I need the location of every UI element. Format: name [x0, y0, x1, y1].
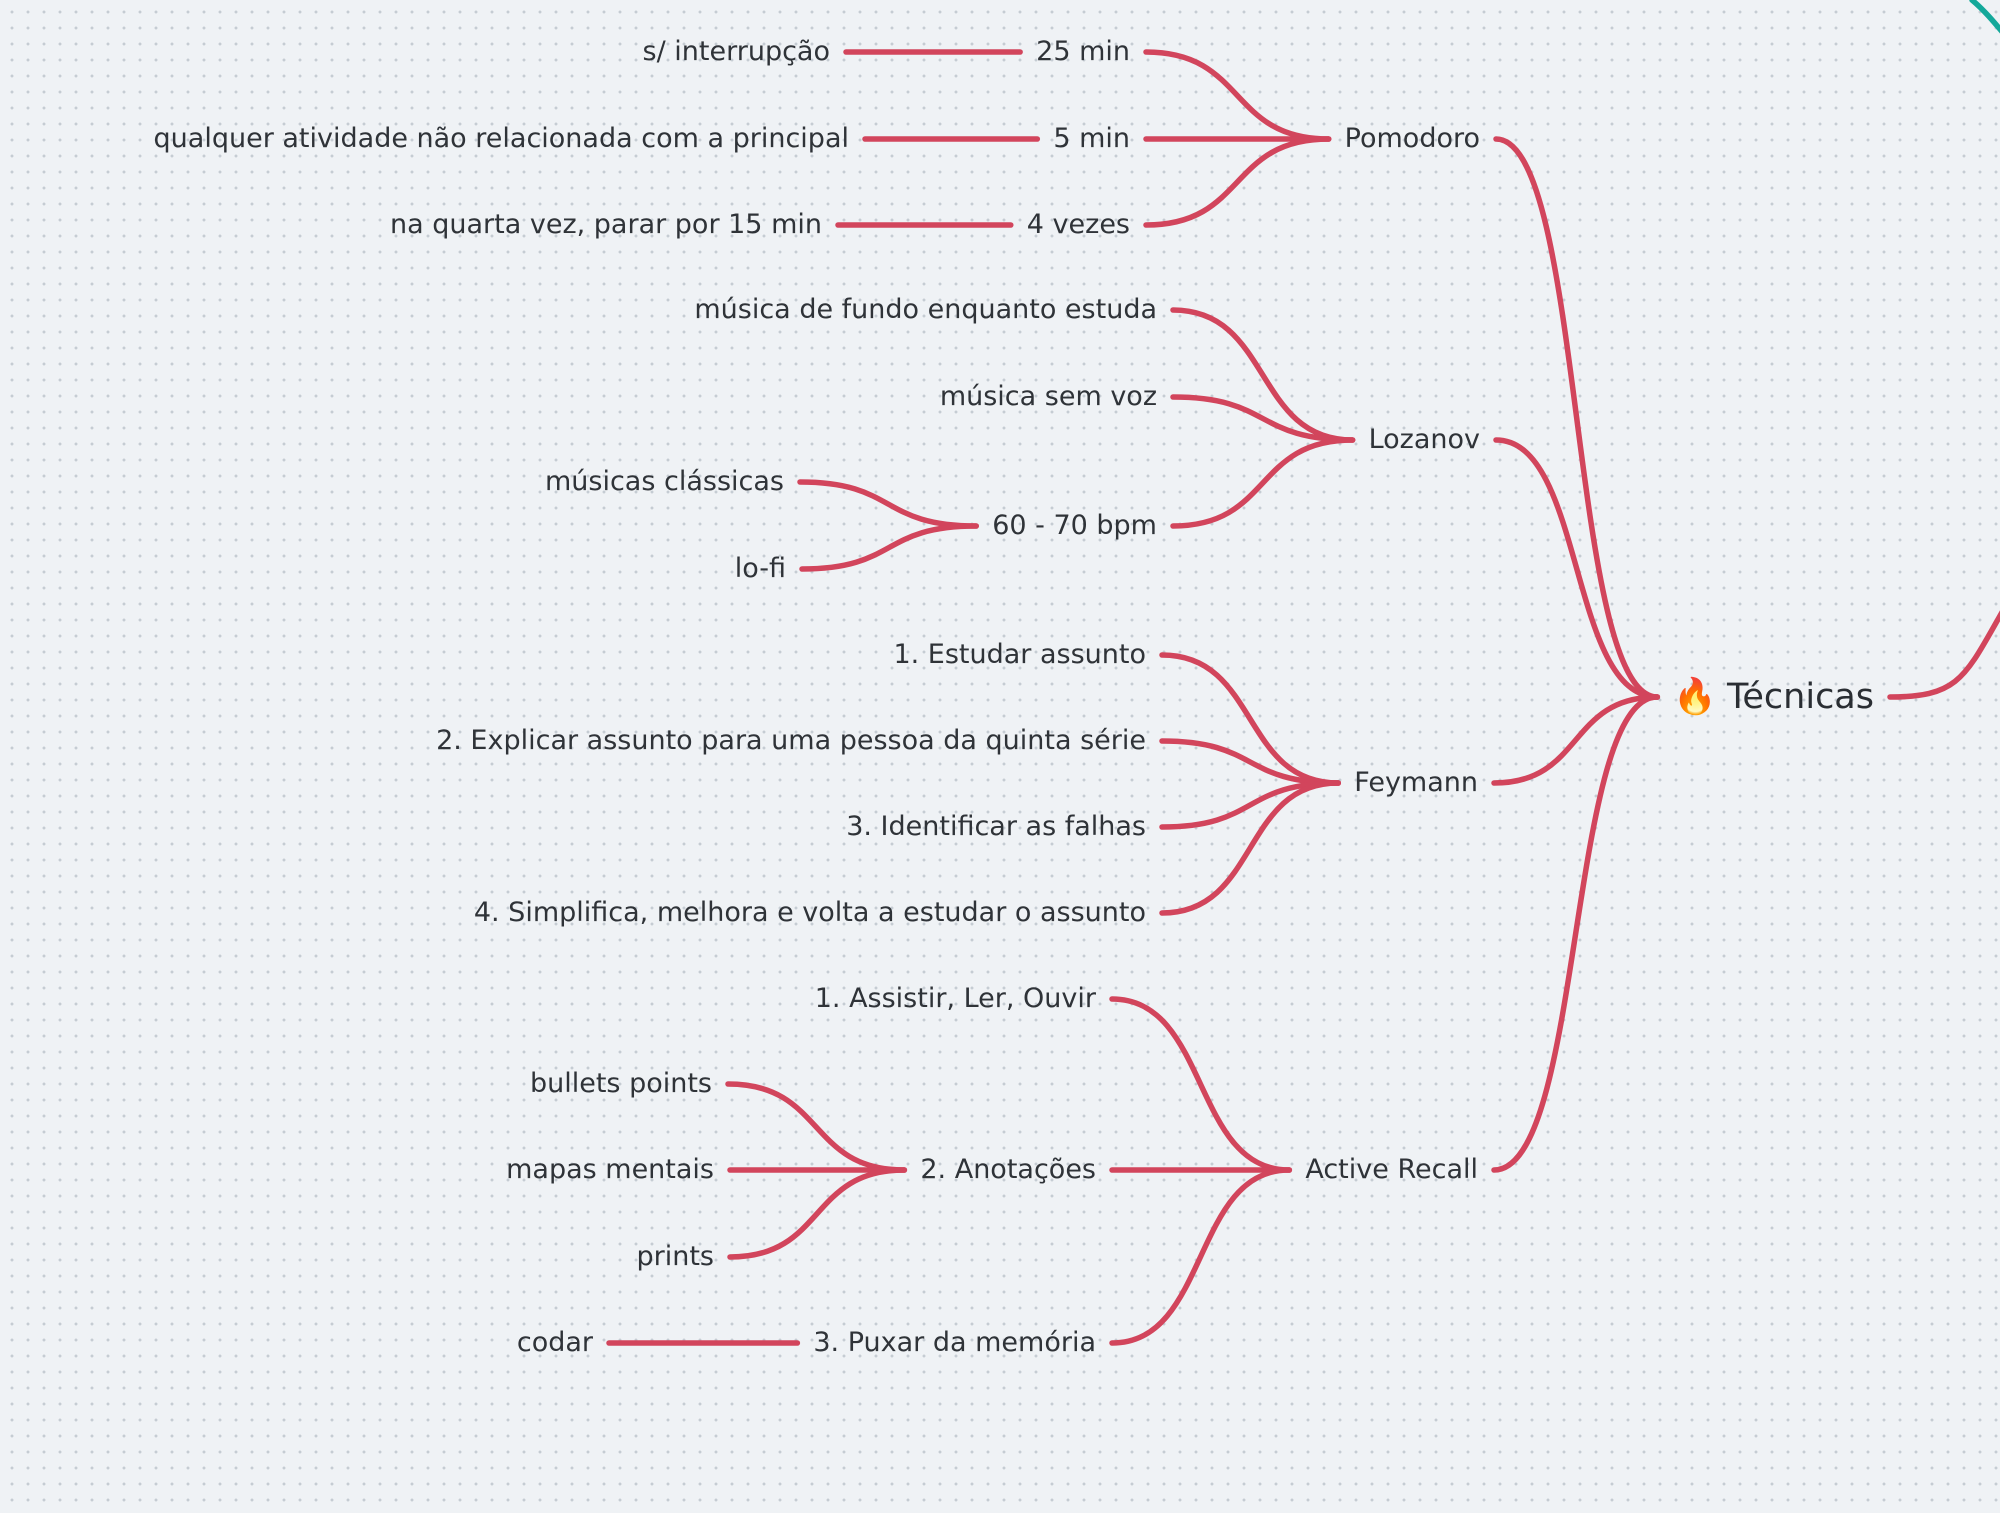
branch-connector-fey-2	[1159, 738, 1342, 786]
branch-connector-loz-bpm	[1170, 437, 1356, 529]
branch-connector-fey-3	[1159, 780, 1342, 830]
branch-connector-fey-1	[1159, 652, 1342, 786]
branch-connector-loz-classicas	[797, 479, 979, 529]
offscreen-branch-arc	[1969, 0, 2000, 34]
subtopic-5-min[interactable]: 5 min	[1053, 123, 1130, 154]
branch-connector-root-offscreen	[1887, 610, 2000, 700]
subtopic-identificar-falhas[interactable]: 3. Identificar as falhas	[846, 811, 1146, 842]
subtopic-bullets-points[interactable]: bullets points	[529, 1068, 712, 1099]
branch-connector-loz-lofi	[799, 523, 979, 572]
subtopic-musicas-classicas[interactable]: músicas clássicas	[544, 466, 784, 497]
branch-connector-pom-4	[1143, 136, 1332, 228]
subtopic-60-70-bpm[interactable]: 60 - 70 bpm	[992, 510, 1157, 541]
subtopic-simplifica-melhora[interactable]: 4. Simplifica, melhora e volta a estudar…	[473, 897, 1146, 928]
branch-connector-pom-25	[1143, 49, 1332, 142]
subtopic-sem-interrupcao[interactable]: s/ interrupção	[642, 36, 830, 67]
branch-connector-loz-fundo	[1170, 307, 1356, 443]
branch-connector-ar-prints	[727, 1167, 908, 1260]
branch-connector-loz-semvoz	[1170, 394, 1356, 443]
subtopic-anotacoes[interactable]: 2. Anotações	[920, 1154, 1096, 1185]
branch-connector-feymann	[1491, 694, 1661, 786]
subtopic-mapas-mentais[interactable]: mapas mentais	[506, 1154, 714, 1185]
subtopic-prints[interactable]: prints	[636, 1241, 714, 1272]
subtopic-na-quarta-vez[interactable]: na quarta vez, parar por 15 min	[390, 209, 822, 240]
subtopic-25-min[interactable]: 25 min	[1036, 36, 1130, 67]
subtopic-assistir-ler-ouvir[interactable]: 1. Assistir, Ler, Ouvir	[814, 983, 1096, 1014]
subtopic-puxar-da-memoria[interactable]: 3. Puxar da memória	[813, 1327, 1096, 1358]
subtopic-estudar-assunto[interactable]: 1. Estudar assunto	[893, 639, 1146, 670]
branch-connector-ar-3	[1109, 1167, 1293, 1346]
subtopic-codar[interactable]: codar	[516, 1327, 593, 1358]
branch-connector-ar-1	[1109, 996, 1293, 1173]
subtopic-qualquer-atividade[interactable]: qualquer atividade não relacionada com a…	[153, 123, 849, 154]
branch-connector-lozanov	[1493, 437, 1661, 700]
topic-lozanov[interactable]: Lozanov	[1368, 424, 1480, 455]
central-topic[interactable]: 🔥Técnicas	[1673, 675, 1874, 719]
topic-pomodoro[interactable]: Pomodoro	[1344, 123, 1480, 154]
branch-connectors	[606, 0, 2000, 1346]
central-topic-label: Técnicas	[1726, 677, 1874, 717]
fire-icon: 🔥	[1673, 677, 1717, 717]
subtopic-lo-fi[interactable]: lo-fi	[734, 553, 786, 584]
topic-feymann[interactable]: Feymann	[1354, 767, 1478, 798]
topic-active-recall[interactable]: Active Recall	[1305, 1154, 1478, 1185]
branch-connector-ar-bullets	[725, 1081, 908, 1173]
subtopic-musica-sem-voz[interactable]: música sem voz	[939, 381, 1157, 412]
subtopic-explicar-assunto[interactable]: 2. Explicar assunto para uma pessoa da q…	[436, 725, 1146, 756]
subtopic-musica-de-fundo[interactable]: música de fundo enquanto estuda	[694, 294, 1157, 325]
subtopic-4-vezes[interactable]: 4 vezes	[1026, 209, 1130, 240]
branch-connector-active	[1491, 694, 1661, 1173]
branch-connector-fey-4	[1159, 780, 1342, 916]
branch-connector-pomodoro	[1493, 136, 1661, 700]
